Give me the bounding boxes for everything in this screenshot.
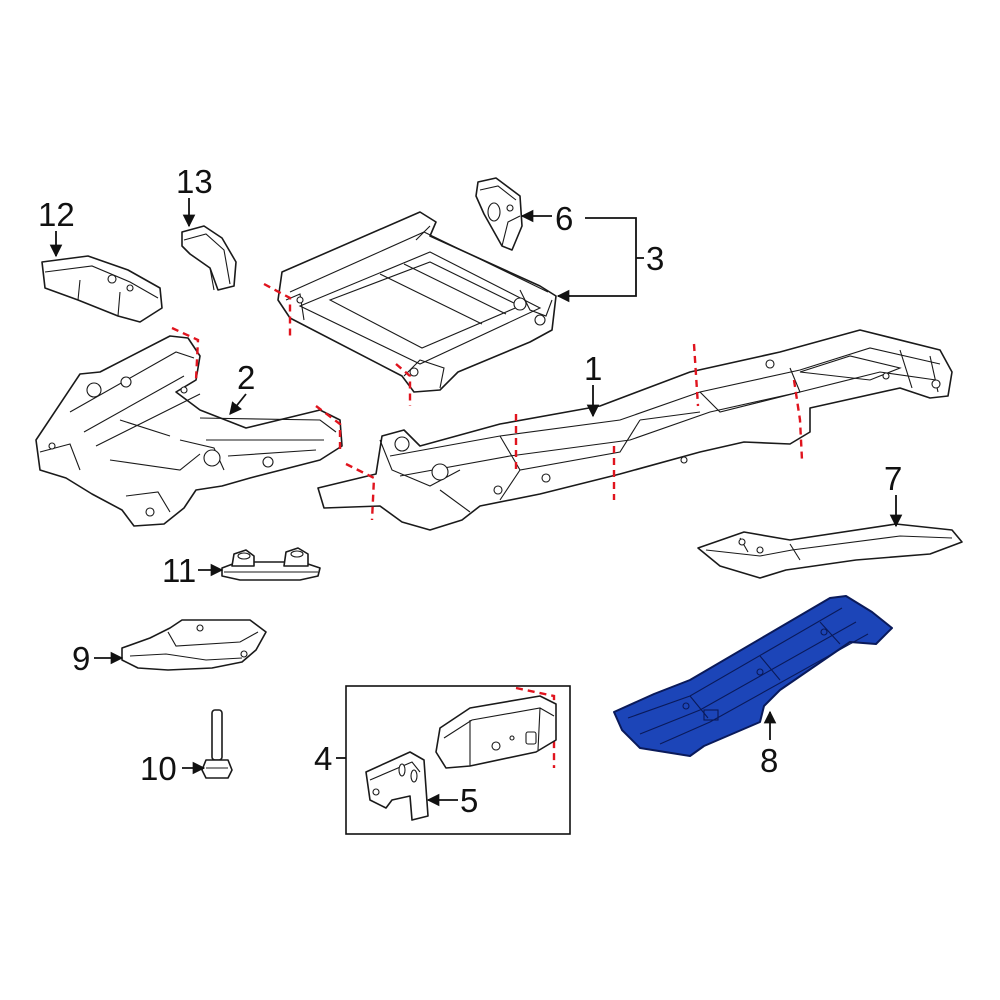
callout-2-label: 2 bbox=[237, 359, 255, 396]
part-9-bracket[interactable] bbox=[121, 619, 267, 671]
part-3-frame-section[interactable] bbox=[277, 211, 557, 393]
callout-1-label: 1 bbox=[584, 350, 602, 387]
callout-10-label: 10 bbox=[140, 750, 177, 787]
callout-4-label: 4 bbox=[314, 740, 332, 777]
part-8-skid-plate-highlighted[interactable] bbox=[613, 595, 893, 757]
callout-9-label: 9 bbox=[72, 640, 90, 677]
part-6-bracket[interactable] bbox=[475, 177, 523, 251]
callout-7-label: 7 bbox=[884, 460, 902, 497]
part-12-bracket[interactable] bbox=[41, 255, 163, 323]
callout-13: 13 bbox=[176, 163, 213, 228]
callout-5: 5 bbox=[426, 782, 478, 819]
part-5-bracket[interactable] bbox=[365, 751, 429, 821]
callout-2-leader bbox=[229, 393, 247, 415]
cut-lines bbox=[171, 282, 804, 768]
callout-6-label: 6 bbox=[555, 200, 573, 237]
callout-13-label: 13 bbox=[176, 163, 213, 200]
callout-7: 7 bbox=[884, 460, 902, 528]
callout-12-label: 12 bbox=[38, 196, 75, 233]
inset-frame bbox=[345, 685, 571, 835]
callout-3-bracket-line bbox=[558, 217, 637, 297]
callout-11-label: 11 bbox=[162, 552, 196, 589]
callout-5-label: 5 bbox=[460, 782, 478, 819]
callout-10: 10 bbox=[140, 750, 206, 787]
part-10-bolt[interactable] bbox=[201, 709, 233, 779]
part-4-frame-rail-end[interactable] bbox=[435, 695, 557, 769]
callout-6-3: 6 3 bbox=[520, 200, 664, 303]
part-7-shield[interactable] bbox=[697, 523, 963, 579]
callout-8-label: 8 bbox=[760, 742, 778, 779]
inset-box-4: 4 5 bbox=[314, 685, 571, 835]
callout-11: 11 bbox=[162, 552, 224, 589]
callout-3-label: 3 bbox=[646, 240, 664, 277]
callout-12: 12 bbox=[38, 196, 75, 258]
callout-8: 8 bbox=[760, 710, 778, 779]
callout-2: 2 bbox=[229, 359, 255, 415]
part-2-front-frame[interactable] bbox=[35, 335, 343, 527]
callout-9: 9 bbox=[72, 640, 124, 677]
part-11-mounts[interactable] bbox=[221, 547, 321, 581]
part-1-main-frame[interactable] bbox=[317, 329, 953, 531]
callout-1: 1 bbox=[584, 350, 602, 418]
part-13-bracket[interactable] bbox=[181, 225, 237, 291]
